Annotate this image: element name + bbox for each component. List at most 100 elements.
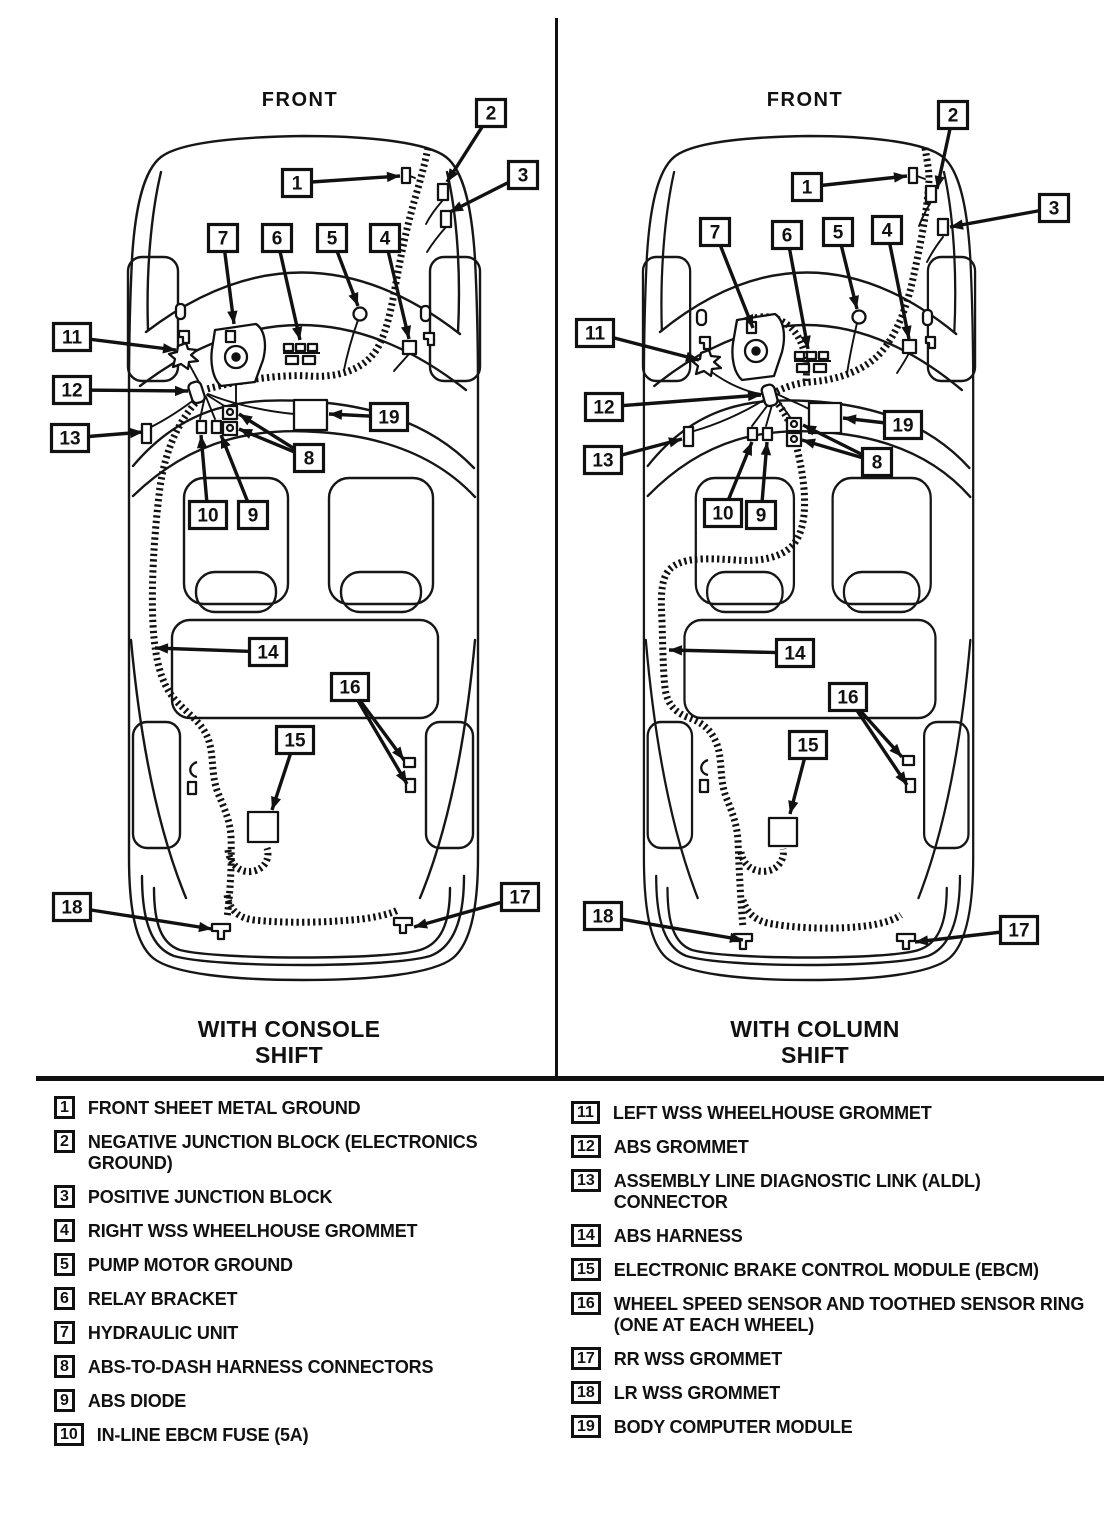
arrowhead-icon xyxy=(129,427,143,439)
callout-leader-6 xyxy=(275,237,302,341)
abs-grommet-glyph xyxy=(187,380,206,405)
legend-item: 5 PUMP MOTOR GROUND xyxy=(54,1253,540,1276)
positive-junction-block-glyph xyxy=(936,217,950,237)
legend-item-number: 14 xyxy=(571,1224,601,1247)
legend-item: 17 RR WSS GROMMET xyxy=(571,1347,1111,1370)
arrowhead-icon xyxy=(729,932,743,943)
arrowhead-icon xyxy=(788,800,799,814)
callout-box-3 xyxy=(506,159,540,191)
legend-item-label: RR WSS GROMMET xyxy=(613,1349,782,1369)
legend-item-label: HYDRAULIC UNIT xyxy=(87,1323,239,1343)
panel-caption: WITH CONSOLE SHIFT xyxy=(197,1016,381,1068)
arrowhead-icon xyxy=(239,429,254,439)
component-glyphs xyxy=(682,166,950,951)
callout-box-11 xyxy=(51,321,93,353)
body-outline xyxy=(127,134,480,982)
callout-number-6: 6 xyxy=(272,229,283,250)
cowl-arc-2 xyxy=(131,429,477,499)
legend-item: 2 NEGATIVE JUNCTION BLOCK (ELECTRONICS G… xyxy=(54,1130,540,1174)
callout-box-16 xyxy=(827,681,869,713)
legend-item: 13 ASSEMBLY LINE DIAGNOSTIC LINK (ALDL) … xyxy=(571,1169,1111,1213)
legend-item-number: 11 xyxy=(571,1101,600,1124)
callout-box-15 xyxy=(787,729,829,761)
callout-box-8 xyxy=(292,442,326,474)
a-pillar-right xyxy=(445,170,461,334)
pump-motor-ground-glyph xyxy=(352,306,368,322)
front-sheet-metal-ground-glyph xyxy=(400,166,412,185)
callout-number-12: 12 xyxy=(593,398,614,419)
callout-box-18 xyxy=(582,900,624,932)
wheel-speed-sensor-glyph-b xyxy=(404,777,417,794)
harness-rear-run xyxy=(739,898,903,932)
callout-box-4 xyxy=(368,222,402,254)
legend-item-label: ELECTRONIC BRAKE CONTROL MODULE (EBCM) xyxy=(613,1260,1039,1280)
callout-box-17 xyxy=(499,881,541,913)
arrowhead-icon xyxy=(848,295,859,309)
callout-box-19 xyxy=(882,409,924,441)
body-computer-module-glyph xyxy=(807,401,843,435)
legend-item-number: 9 xyxy=(54,1389,75,1412)
arrowhead-icon xyxy=(271,796,281,810)
callout-number-19: 19 xyxy=(892,416,913,437)
callout-number-3: 3 xyxy=(1049,199,1060,220)
relay-bracket-glyph xyxy=(793,350,831,374)
bracket-glyph xyxy=(186,780,198,796)
callout-number-4: 4 xyxy=(882,221,893,242)
callout-number-15: 15 xyxy=(284,731,306,752)
wheel-rear-right xyxy=(424,720,475,850)
arrowhead-icon xyxy=(450,201,464,212)
callout-box-2 xyxy=(474,97,508,129)
callout-box-14 xyxy=(774,637,816,669)
arrowhead-icon xyxy=(386,171,400,183)
callout-box-13 xyxy=(582,444,624,476)
legend-item-number: 1 xyxy=(54,1096,75,1119)
trunk-line-1 xyxy=(140,874,466,967)
harness-rear-run xyxy=(223,894,400,926)
harness-front-run xyxy=(206,147,432,393)
legend-item-number: 19 xyxy=(571,1415,601,1438)
bracket-glyph xyxy=(422,331,436,347)
callout-number-10: 10 xyxy=(712,504,733,525)
branch-wires xyxy=(693,175,944,432)
legend-item-label: ABS HARNESS xyxy=(613,1226,743,1246)
seat-right-cushion xyxy=(339,570,423,614)
callout-box-12 xyxy=(583,391,625,423)
arrowhead-icon xyxy=(934,175,945,189)
callout-box-14 xyxy=(247,636,289,668)
legend-item: 3 POSITIVE JUNCTION BLOCK xyxy=(54,1185,540,1208)
callout-number-6: 6 xyxy=(782,226,793,247)
legend-item-label: LR WSS GROMMET xyxy=(613,1383,780,1403)
callout-box-12 xyxy=(51,374,93,406)
callout-leader-6 xyxy=(785,234,810,350)
callout-box-1 xyxy=(790,171,824,203)
arrowhead-icon xyxy=(760,442,772,456)
callout-leader-14 xyxy=(668,648,796,655)
arrowhead-icon xyxy=(800,335,811,349)
arrowhead-icon xyxy=(669,645,683,656)
callout-box-17 xyxy=(998,914,1040,946)
callout-box-9 xyxy=(236,499,270,531)
callout-box-18 xyxy=(51,891,93,923)
arrowhead-icon xyxy=(747,390,761,402)
legend-item-number: 13 xyxy=(571,1169,601,1192)
ebcm-glyph xyxy=(767,816,799,848)
trunk-line-2 xyxy=(152,886,452,959)
arrowhead-icon xyxy=(329,409,343,420)
arrowhead-icon xyxy=(803,425,817,436)
callout-box-11 xyxy=(574,317,616,349)
callout-leader-4 xyxy=(885,229,911,340)
rear-bench-seat xyxy=(170,618,440,720)
callout-box-4 xyxy=(870,214,904,246)
callout-number-2: 2 xyxy=(486,104,497,125)
seat-right xyxy=(327,476,435,606)
arrowhead-icon xyxy=(414,918,428,929)
callout-number-1: 1 xyxy=(802,178,813,199)
arrowhead-icon xyxy=(174,385,188,397)
callout-number-4: 4 xyxy=(380,229,391,250)
panel-caption: WITH COLUMN SHIFT xyxy=(730,1016,900,1068)
arrowhead-icon xyxy=(400,325,412,339)
front-sheet-metal-ground-glyph xyxy=(907,166,919,185)
right-wheelhouse-grommet-glyph xyxy=(401,339,418,356)
arrowhead-icon xyxy=(198,921,212,933)
